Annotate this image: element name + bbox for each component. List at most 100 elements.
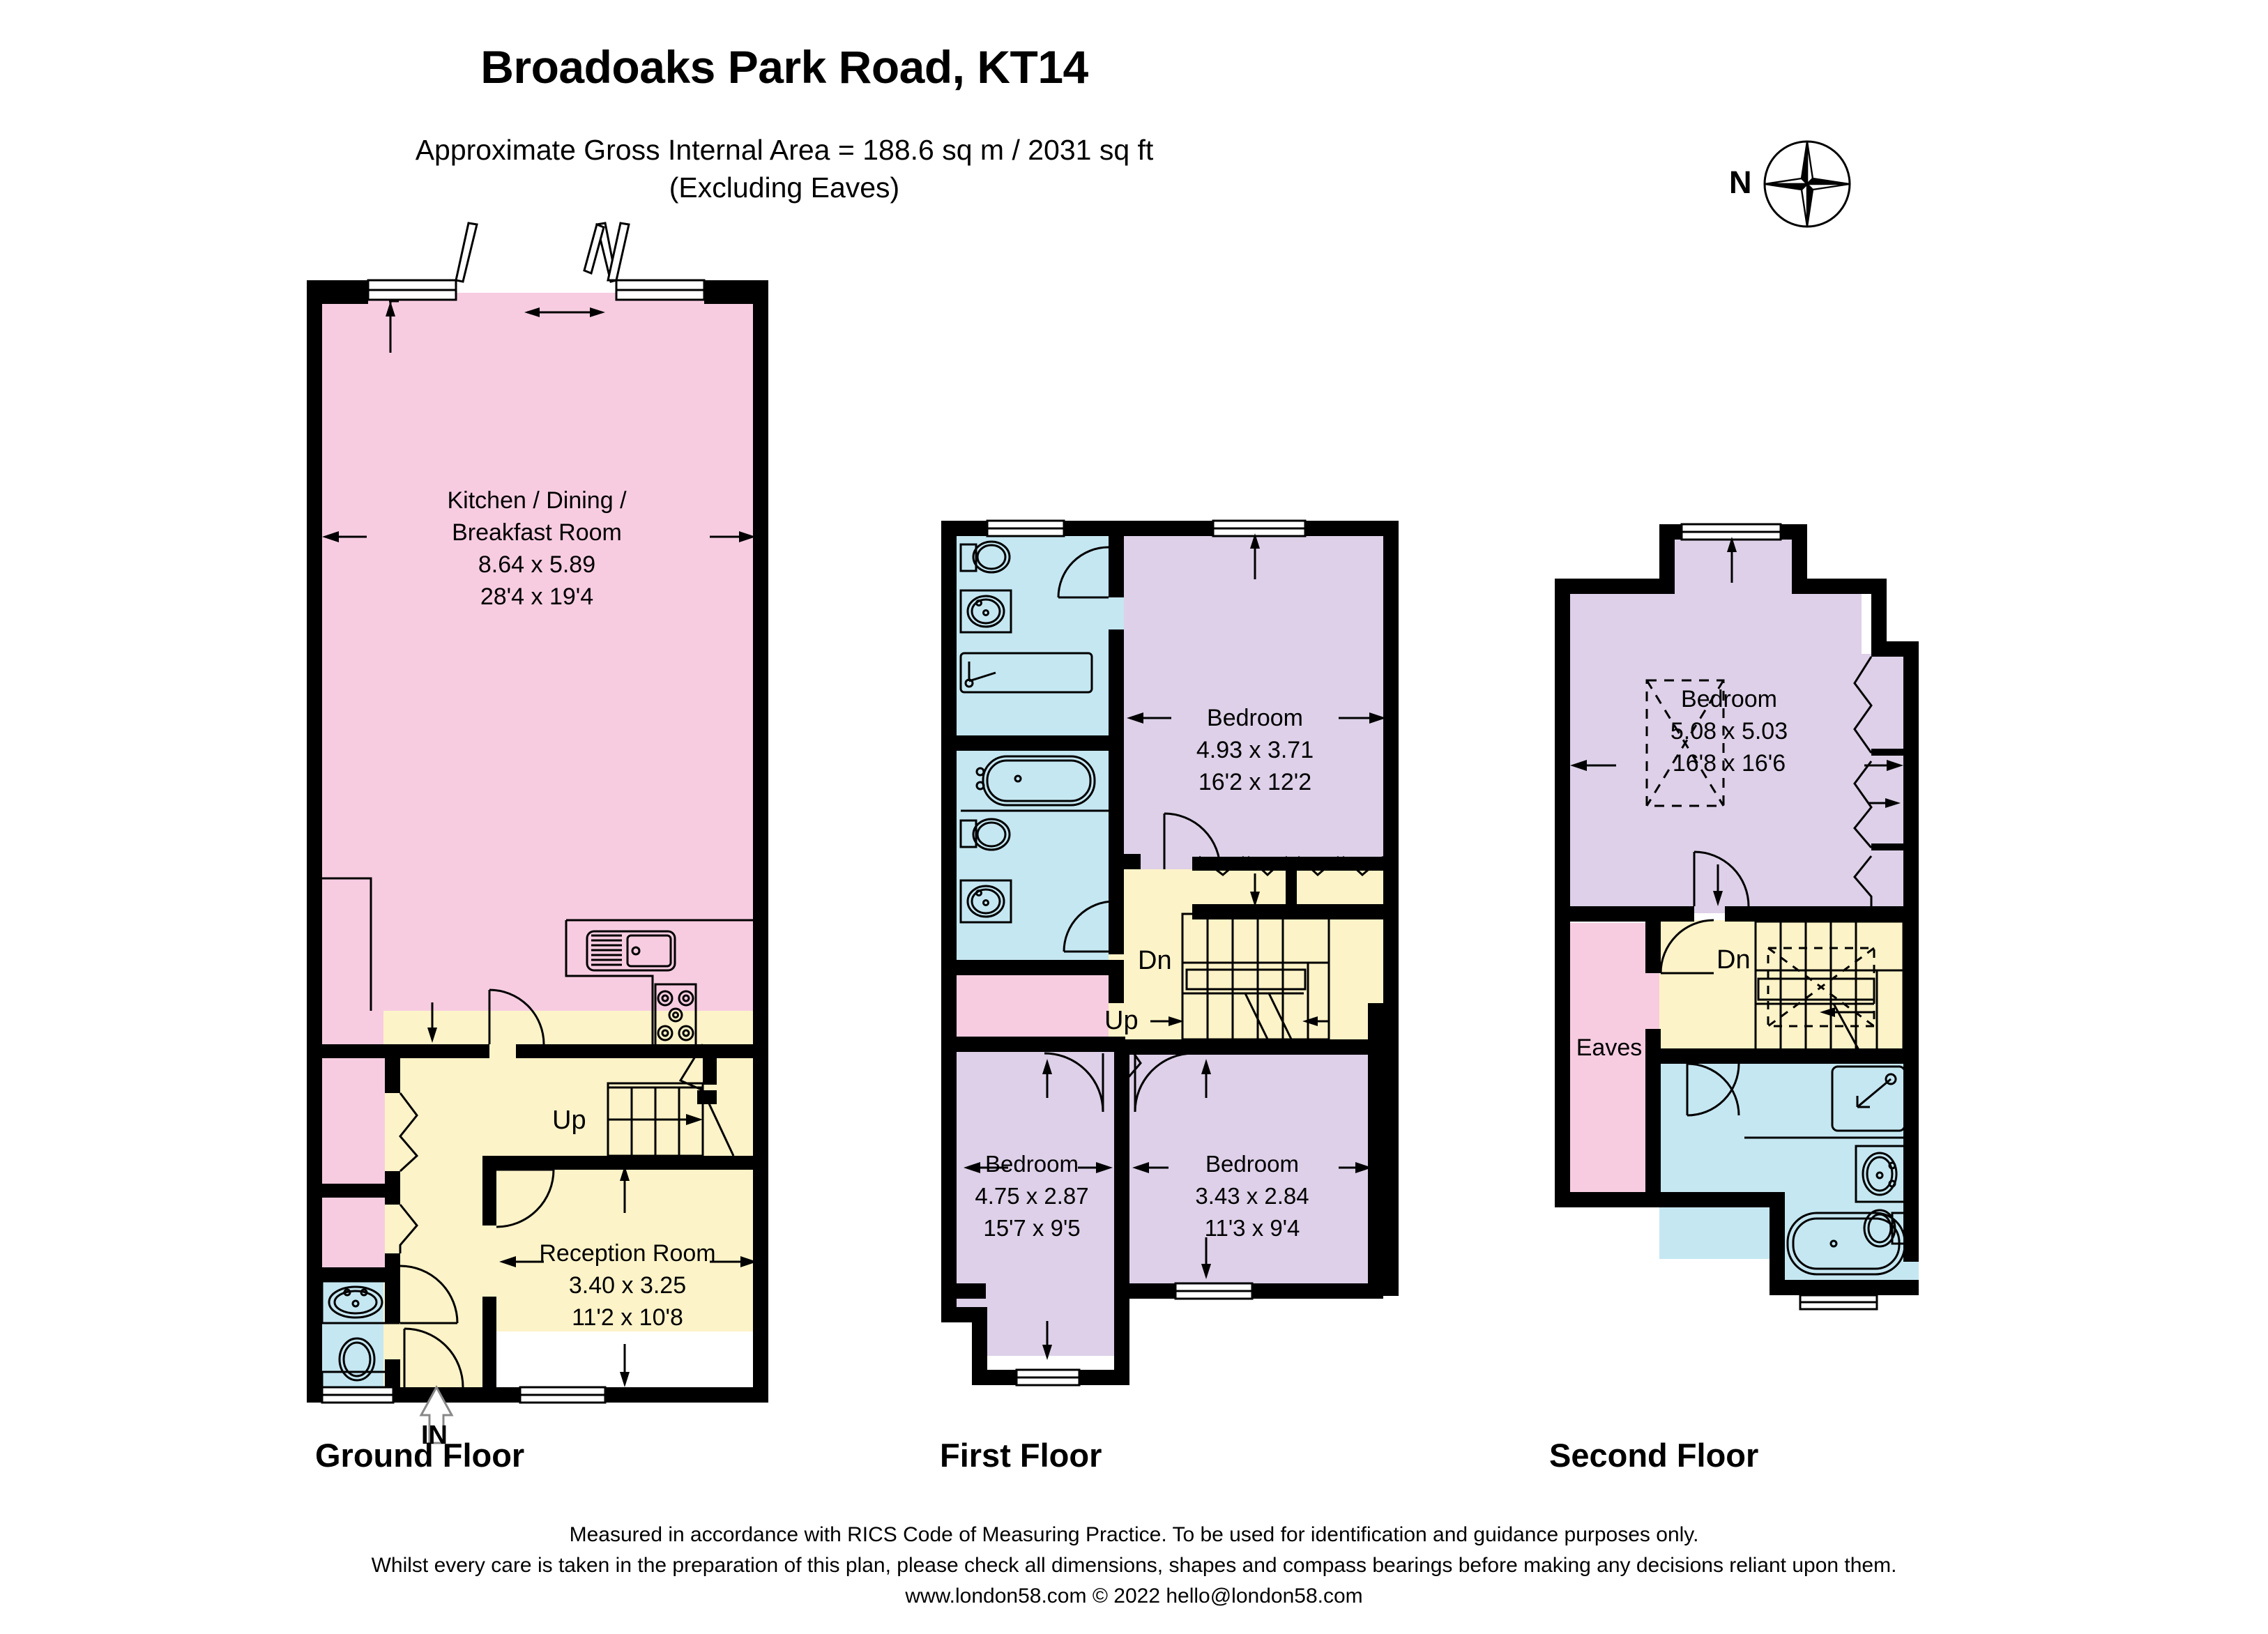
ff-wall-bed2-nib-bottom	[972, 1370, 1129, 1385]
sf-eaves-name: Eaves	[1576, 1034, 1643, 1061]
ground-floor-plan: Kitchen / Dining / Breakfast Room 8.64 x…	[307, 222, 781, 1450]
area-line-2: (Excluding Eaves)	[669, 171, 900, 204]
ff-bed3-name: Bedroom	[1205, 1151, 1299, 1177]
wall-bottom-outer	[307, 1387, 768, 1403]
sf-wall-bedroom-bottom	[1555, 906, 1694, 922]
first-floor-plan: Bedroom 4.93 x 3.71 16'2 x 12'2 Bedroom …	[941, 512, 1401, 1387]
wall-top-right	[704, 280, 768, 304]
wall-hall-step-2	[697, 1090, 717, 1104]
sf-wall-dormer-left	[1659, 524, 1675, 594]
ff-wall-bath2-right	[1109, 751, 1124, 954]
stair-up-label-ground: Up	[552, 1106, 586, 1135]
footer-line-1: Measured in accordance with RICS Code of…	[569, 1523, 1699, 1546]
ff-bed1-imperial: 16'2 x 12'2	[1198, 769, 1312, 795]
ff-bed2-nib-fill	[984, 1279, 1116, 1356]
ff-wall-bath-divider	[941, 735, 1124, 751]
second-floor-plan: Bedroom 5.08 x 5.03 16'8 x 16'6 Eaves Dn	[1555, 516, 1987, 1324]
wall-reception-top	[482, 1156, 756, 1170]
reception-name: Reception Room	[539, 1240, 716, 1267]
wall-wc-right-2	[385, 1359, 400, 1401]
ff-wall-wardrobe-divider	[1286, 861, 1297, 911]
reception-imperial: 11'2 x 10'8	[572, 1304, 683, 1331]
ff-wall-top	[941, 521, 1399, 536]
kitchen-fill	[319, 293, 756, 1011]
lobby-fill	[383, 1281, 495, 1401]
reception-metric: 3.40 x 3.25	[568, 1272, 687, 1299]
ff-store-fill	[957, 975, 1124, 1039]
floor-caption-ground: Ground Floor	[315, 1437, 525, 1474]
ff-wall-right-lower	[1368, 1018, 1383, 1283]
page-title: Broadoaks Park Road, KT14	[480, 41, 1088, 93]
area-summary: Approximate Gross Internal Area = 188.6 …	[0, 131, 1569, 206]
store-1-fill	[322, 1058, 385, 1191]
sf-wall-bedroom-bottom-2	[1725, 906, 1919, 922]
store-2-fill	[322, 1198, 385, 1274]
wall-store-divider-1	[307, 1184, 400, 1198]
ff-wall-bed3-top	[1124, 1039, 1383, 1055]
stair-dn-label-first: Dn	[1138, 946, 1172, 975]
ff-wall-bed-divider	[1114, 1052, 1129, 1286]
ff-wall-master-bottom-2	[1192, 904, 1383, 919]
floor-caption-first: First Floor	[940, 1437, 1102, 1474]
stair-dn-label-second: Dn	[1717, 945, 1751, 975]
wall-reception-left	[482, 1156, 496, 1226]
ff-bed2-name: Bedroom	[985, 1151, 1079, 1177]
wall-right-outer	[753, 280, 768, 1403]
sf-wall-right-lower	[1903, 641, 1919, 1262]
sf-wall-top-right	[1792, 579, 1887, 594]
ff-bed2-metric: 4.75 x 2.87	[975, 1183, 1089, 1209]
sf-bed-name: Bedroom	[1681, 686, 1777, 712]
room-label-bedroom-master: Bedroom 4.93 x 3.71 16'2 x 12'2	[1150, 702, 1360, 798]
room-label-bedroom-3: Bedroom 3.43 x 2.84 11'3 x 9'4	[1155, 1148, 1350, 1244]
footer-disclaimer: Measured in accordance with RICS Code of…	[0, 1520, 2268, 1612]
ff-bed2-imperial: 15'7 x 9'5	[983, 1215, 1081, 1241]
ff-wall-bath-right-2	[1109, 629, 1124, 735]
entrance-label: IN	[421, 1421, 448, 1450]
sf-bed-imperial: 16'8 x 16'6	[1672, 750, 1786, 777]
kitchen-metric: 8.64 x 5.89	[478, 551, 596, 578]
ff-wall-bath-right	[1109, 535, 1124, 597]
wall-kitchen-hall-divider	[322, 1044, 489, 1058]
ff-bed1-name: Bedroom	[1207, 705, 1303, 731]
ff-wall-bed2-nib-l	[972, 1307, 987, 1385]
ff-wall-bed2-nib-r	[1114, 1283, 1129, 1385]
sf-wall-dormer-right	[1792, 524, 1807, 594]
ff-bed3-metric: 3.43 x 2.84	[1195, 1183, 1309, 1209]
ff-bed3-imperial: 11'3 x 9'4	[1204, 1215, 1300, 1241]
ff-bath1-fill	[957, 535, 1124, 735]
wall-kitchen-hall-divider-right	[516, 1044, 756, 1058]
sf-landing-fill	[1659, 920, 1917, 1064]
sf-wall-dormer-top	[1659, 524, 1807, 540]
sf-wall-bath-nib-left	[1770, 1192, 1785, 1295]
room-label-bedroom-2: Bedroom 4.75 x 2.87 15'7 x 9'5	[934, 1148, 1129, 1244]
ff-wall-store-top	[941, 960, 1124, 975]
sf-wall-right-upper	[1871, 579, 1887, 655]
sf-bed-metric: 5.08 x 5.03	[1670, 718, 1788, 745]
kitchen-imperial: 28'4 x 19'4	[480, 583, 594, 610]
wall-store-right	[385, 1044, 400, 1093]
ff-wall-right-step	[1368, 1003, 1399, 1018]
ff-bath2-fill	[957, 749, 1124, 961]
wall-store-divider-2	[307, 1267, 400, 1281]
ff-wall-bed2-step	[957, 1283, 986, 1299]
area-line-1: Approximate Gross Internal Area = 188.6 …	[415, 134, 1154, 166]
room-label-reception: Reception Room 3.40 x 3.25 11'2 x 10'8	[488, 1237, 767, 1334]
footer-line-2: Whilst every care is taken in the prepar…	[371, 1554, 1897, 1577]
room-label-kitchen: Kitchen / Dining / Breakfast Room 8.64 x…	[363, 484, 711, 613]
sf-wall-bath-top	[1659, 1048, 1919, 1064]
compass: N	[1729, 139, 1869, 230]
ff-wall-landing-top	[1109, 854, 1141, 869]
room-label-eaves: Eaves	[1546, 1032, 1672, 1064]
room-label-bedroom-loft: Bedroom 5.08 x 5.03 16'8 x 16'6	[1624, 683, 1834, 779]
kitchen-name-line2: Breakfast Room	[452, 519, 622, 546]
sf-wall-eaves-right	[1645, 922, 1661, 973]
stair-up-label-first: Up	[1104, 1006, 1139, 1035]
sf-wall-eaves-right-2	[1645, 1029, 1661, 1193]
ff-wall-right	[1383, 521, 1399, 1296]
wall-reception-left-2	[482, 1297, 496, 1401]
ff-wall-left	[941, 521, 957, 1322]
sf-wall-bottom-left	[1555, 1192, 1785, 1207]
ff-wall-bottom-right	[1124, 1283, 1383, 1299]
ff-bed1-metric: 4.93 x 3.71	[1196, 737, 1314, 763]
